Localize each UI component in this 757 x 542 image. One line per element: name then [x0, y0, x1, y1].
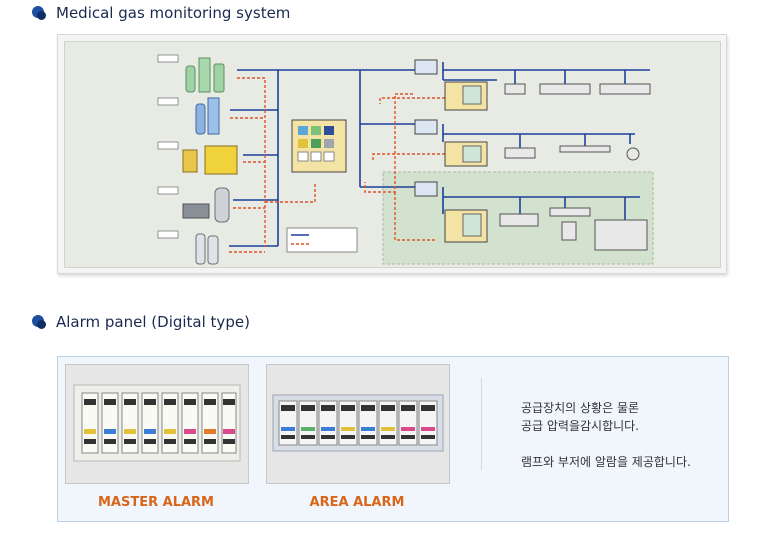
- bullet-icon: [32, 315, 46, 329]
- description-line-3: 램프와 부저에 알람을 제공합니다.: [521, 455, 691, 469]
- diagram-legend: [286, 227, 358, 253]
- area-alarm-panels: [444, 81, 488, 243]
- divider: [481, 378, 482, 470]
- outlet-devices: [499, 83, 651, 251]
- area-alarm-image: [266, 364, 450, 484]
- system-diagram-svg: [157, 54, 654, 265]
- description-line-1: 공급장치의 상황은 물론: [521, 401, 640, 415]
- area-alarm-caption: AREA ALARM: [309, 495, 405, 510]
- vacuum-tank: [182, 187, 230, 223]
- monitoring-diagram: [64, 41, 721, 268]
- gas-cylinders: [195, 233, 219, 265]
- master-alarm-caption: MASTER ALARM: [98, 495, 214, 510]
- supply-lines: [229, 62, 650, 247]
- central-monitor-panel: [291, 119, 347, 173]
- nitrous-cylinders: [195, 97, 220, 135]
- description-line-2: 공급 압력을감시합니다.: [521, 419, 640, 433]
- source-labels: [157, 54, 179, 239]
- bullet-icon: [32, 6, 46, 20]
- oxygen-cylinders: [185, 57, 225, 93]
- alarm-section-title: Alarm panel (Digital type): [32, 313, 250, 331]
- master-alarm-modules: [81, 392, 237, 454]
- alarm-title-text: Alarm panel (Digital type): [56, 313, 250, 331]
- valve-boxes: [414, 59, 438, 197]
- signal-lines: [229, 77, 460, 253]
- monitoring-section-title: Medical gas monitoring system: [32, 4, 290, 22]
- monitoring-title-text: Medical gas monitoring system: [56, 4, 291, 22]
- monitoring-diagram-frame: [57, 34, 727, 274]
- air-compressors: [182, 145, 238, 175]
- master-alarm-image: [65, 364, 249, 484]
- area-alarm-modules: [278, 400, 438, 446]
